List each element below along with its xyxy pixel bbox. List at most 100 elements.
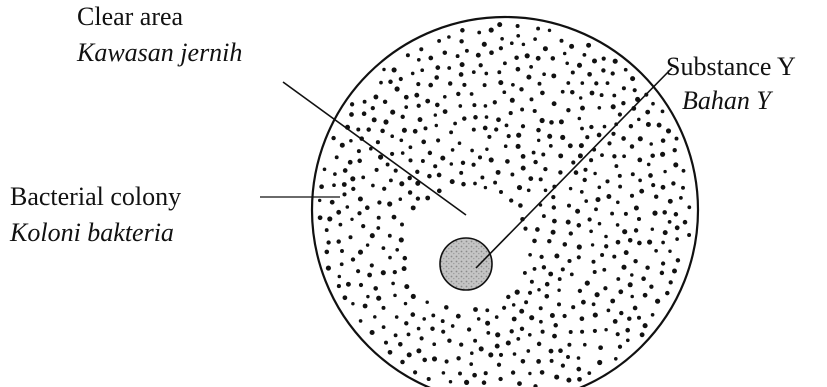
colony-dot	[493, 100, 497, 104]
colony-dot	[676, 258, 680, 262]
colony-dot	[633, 88, 637, 92]
colony-dot	[533, 160, 537, 164]
colony-dot	[651, 313, 655, 317]
colony-dot	[552, 219, 557, 224]
colony-dot	[472, 103, 476, 107]
colony-dot	[388, 350, 393, 355]
colony-dot	[600, 93, 604, 97]
colony-dot	[456, 92, 460, 96]
colony-dot	[549, 120, 554, 125]
colony-dot	[449, 130, 453, 134]
colony-dot	[416, 196, 420, 200]
colony-dot	[563, 242, 568, 247]
colony-dot	[500, 37, 504, 41]
colony-dot	[366, 127, 370, 131]
colony-dot	[637, 158, 642, 163]
colony-dot	[453, 122, 457, 126]
colony-dot	[661, 241, 665, 245]
colony-dot	[415, 170, 419, 174]
colony-dot	[482, 380, 487, 385]
colony-dot	[365, 205, 370, 210]
colony-dot	[516, 67, 521, 72]
colony-dot	[618, 345, 622, 349]
colony-dot	[540, 370, 545, 375]
colony-dot	[425, 99, 430, 104]
colony-dot	[554, 375, 559, 380]
colony-dot	[388, 234, 392, 238]
colony-dot	[535, 227, 540, 232]
colony-dot	[441, 330, 445, 334]
colony-dot	[358, 196, 363, 201]
colony-dot	[482, 42, 487, 47]
colony-dot	[472, 373, 477, 378]
colony-dot	[399, 181, 404, 186]
colony-dot	[348, 160, 353, 165]
colony-dot	[422, 358, 427, 363]
colony-dot	[450, 162, 454, 166]
colony-dot	[583, 178, 587, 182]
colony-dot	[325, 228, 329, 232]
colony-dot	[571, 160, 575, 164]
colony-dot	[349, 235, 353, 239]
colony-dot	[428, 151, 432, 155]
colony-dot	[336, 210, 341, 215]
colony-dot	[672, 269, 677, 274]
colony-dot	[673, 148, 677, 152]
colony-dot	[604, 328, 607, 331]
colony-dot	[489, 50, 494, 55]
colony-dot	[536, 27, 540, 31]
colony-dot	[351, 187, 355, 191]
colony-dot	[638, 136, 643, 141]
colony-dot	[558, 170, 562, 174]
colony-dot	[443, 109, 448, 114]
colony-dot	[516, 337, 520, 341]
colony-dot	[497, 70, 501, 74]
colony-dot	[382, 68, 385, 71]
colony-dot	[606, 81, 610, 85]
colony-dot	[451, 148, 455, 152]
colony-dot	[560, 135, 565, 140]
colony-dot	[416, 82, 420, 86]
colony-dot	[601, 68, 605, 72]
colony-dot	[641, 276, 646, 281]
colony-dot	[651, 227, 654, 230]
colony-dot	[403, 256, 408, 261]
colony-dot	[593, 270, 597, 274]
colony-dot	[521, 359, 526, 364]
colony-dot	[537, 342, 541, 346]
colony-dot	[537, 288, 541, 292]
colony-dot	[580, 106, 585, 111]
colony-dot	[417, 327, 421, 331]
colony-dot	[544, 294, 549, 299]
colony-dot	[363, 304, 368, 309]
colony-dot	[594, 207, 598, 211]
colony-dot	[647, 240, 652, 245]
colony-dot	[386, 163, 390, 167]
colony-dot	[561, 364, 565, 368]
colony-dot	[526, 75, 531, 80]
colony-dot	[367, 273, 372, 278]
colony-dot	[326, 266, 331, 271]
colony-dot	[587, 72, 592, 77]
colony-dot	[520, 108, 524, 112]
colony-dot	[421, 140, 426, 145]
colony-dot	[660, 271, 664, 275]
colony-dot	[383, 119, 388, 124]
colony-dot	[528, 372, 531, 375]
colony-dot	[506, 340, 511, 345]
colony-dot	[379, 81, 383, 85]
colony-dot	[435, 103, 440, 108]
colony-dot	[318, 215, 323, 220]
colony-dot	[509, 111, 513, 115]
colony-dot	[661, 138, 666, 143]
colony-dot	[349, 139, 353, 143]
colony-dot	[340, 249, 344, 253]
colony-dot	[430, 326, 434, 330]
colony-dot	[518, 203, 523, 208]
colony-dot	[643, 293, 648, 298]
substance-y-label-malay: Bahan Y	[666, 86, 796, 116]
colony-dot	[629, 124, 633, 128]
colony-dot	[340, 262, 344, 266]
colony-dot	[552, 205, 556, 209]
colony-dot	[539, 320, 543, 324]
